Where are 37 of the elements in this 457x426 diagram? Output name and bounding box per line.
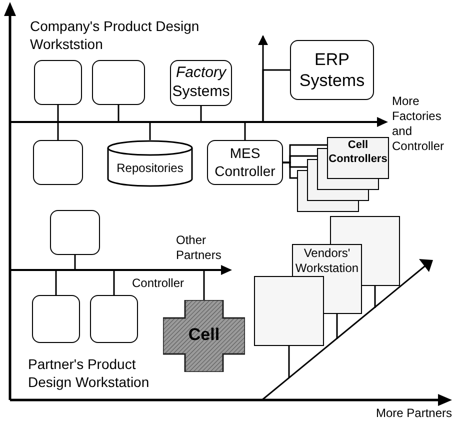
rounded-box: [50, 210, 100, 255]
box-label: Cell Controllers: [328, 139, 388, 166]
caption-text: Partner's Product Design Workstation: [28, 356, 150, 391]
connector-line: [149, 122, 151, 140]
connector-line: [74, 255, 76, 270]
connector-line: [113, 270, 115, 295]
rounded-box: [33, 140, 83, 185]
connector-line: [244, 122, 246, 140]
caption-text: Company's Product Design Workststion: [30, 18, 200, 53]
box-label: MES Controller: [214, 145, 276, 180]
connector-line: [336, 314, 338, 339]
box-label: Cell: [188, 325, 220, 344]
connector-line: [374, 286, 376, 308]
network-bus: [10, 265, 232, 275]
connector-line: [288, 346, 290, 378]
caption-text: More Factories and Controller: [392, 94, 446, 154]
connector-line: [200, 106, 202, 122]
rounded-box: [92, 60, 145, 105]
connector-line: [203, 270, 205, 300]
rounded-box: [90, 295, 138, 343]
rounded-box: [34, 60, 82, 105]
box-label: Factory Systems: [171, 64, 231, 102]
connector-line: [57, 122, 59, 140]
box-label: Vendors' Workstation: [294, 246, 360, 276]
connector-line: [118, 105, 120, 122]
rounded-box: [207, 140, 283, 185]
network-bus: [10, 117, 388, 127]
caption-text: Other Partners: [176, 233, 222, 263]
rounded-box: [290, 40, 374, 100]
caption-text: More Partners: [376, 406, 454, 421]
connector-line: [258, 35, 268, 122]
box-label: Repositories: [116, 160, 184, 174]
connector-line: [57, 105, 59, 122]
connector-line: [283, 144, 327, 164]
rounded-box: [32, 295, 80, 343]
box-label: ERP Systems: [298, 48, 366, 92]
connector-line: [55, 270, 57, 295]
